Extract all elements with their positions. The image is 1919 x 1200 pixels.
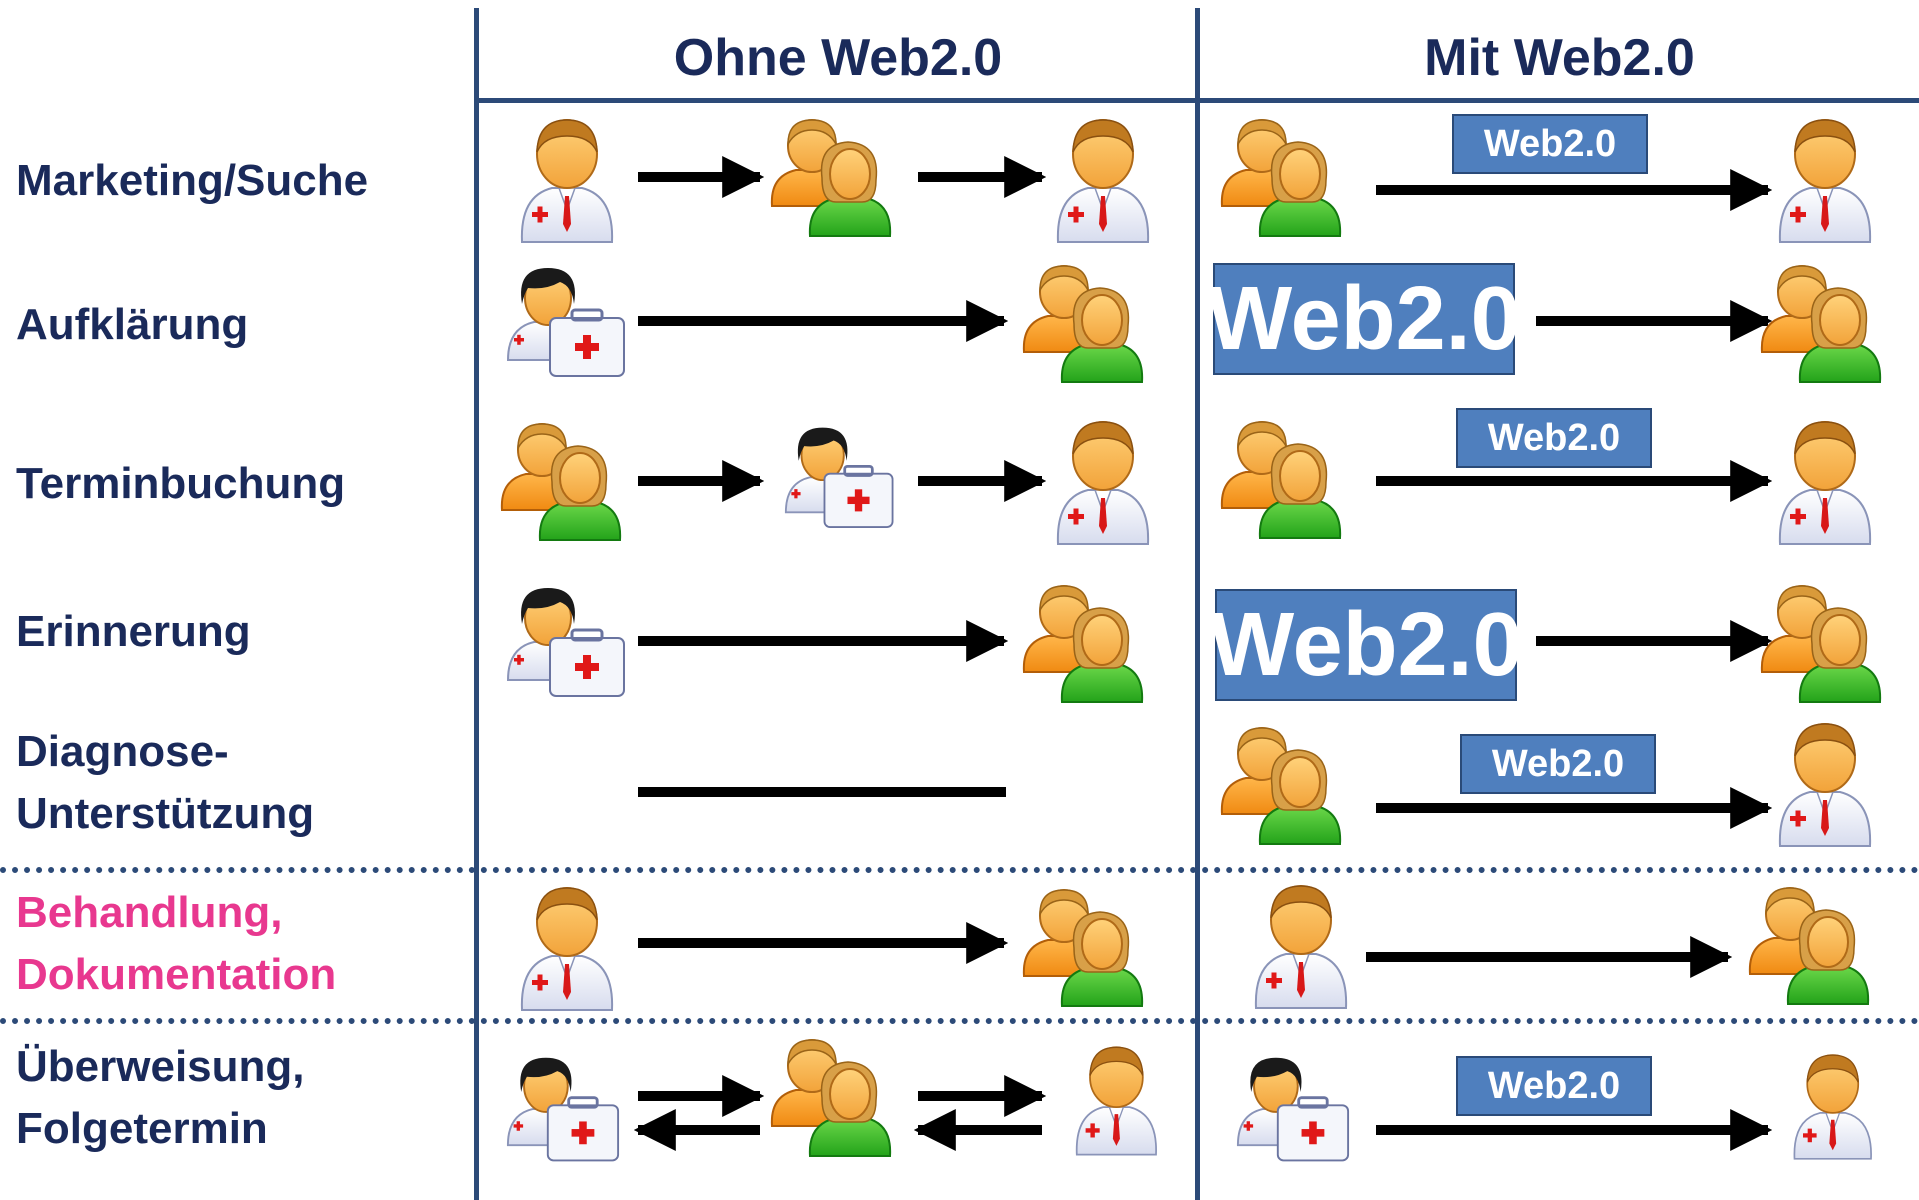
doctor-icon: [1056, 119, 1150, 243]
section-divider-1: [0, 867, 1919, 873]
row-label-aufklaerung: Aufklärung: [16, 300, 249, 349]
doctor-icon: [1075, 1046, 1157, 1156]
row-label-diagnose-line1: Diagnose-: [16, 727, 229, 776]
assistant-with-medkit-icon: [784, 426, 894, 529]
patients-group-icon: [1760, 265, 1882, 383]
patients-group-icon: [770, 119, 892, 237]
web-box-marketing: Web2.0: [1452, 114, 1648, 174]
web-box-diagnose: Web2.0: [1460, 734, 1656, 794]
patients-group-icon: [1220, 727, 1342, 845]
patients-group-icon: [1760, 585, 1882, 703]
web-box-erinnerung: Web2.0: [1209, 589, 1523, 701]
patients-group-icon: [1220, 421, 1342, 539]
header-underline: [476, 98, 1919, 103]
patients-group-icon: [500, 423, 622, 541]
header-without: Ohne Web2.0: [673, 29, 1003, 87]
assistant-with-medkit-icon: [506, 1056, 620, 1162]
doctor-icon: [1793, 1054, 1872, 1160]
row-label-erinnerung: Erinnerung: [16, 607, 251, 656]
row-label-behandlung: Behandlung, Dokumentation: [16, 882, 336, 1006]
column-divider-right: [1195, 8, 1200, 1200]
assistant-with-medkit-icon: [506, 266, 626, 378]
patients-group-icon: [1022, 265, 1144, 383]
row-label-terminbuchung: Terminbuchung: [16, 459, 346, 508]
web-box-terminbuchung: Web2.0: [1456, 408, 1652, 468]
row-label-marketing: Marketing/Suche: [16, 156, 369, 205]
column-divider-left: [474, 8, 479, 1200]
doctor-icon: [1056, 421, 1150, 545]
patients-group-icon: [770, 1039, 892, 1157]
doctor-icon: [1778, 119, 1872, 243]
row-label-behandlung-line2: Dokumentation: [16, 950, 337, 999]
patients-group-icon: [1748, 887, 1870, 1005]
doctor-icon: [1778, 723, 1872, 847]
section-divider-2: [0, 1018, 1919, 1024]
row-label-diagnose: Diagnose- Unterstützung: [16, 721, 314, 845]
patients-group-icon: [1220, 119, 1342, 237]
web-box-ueberweisung: Web2.0: [1456, 1056, 1652, 1116]
doctor-icon: [520, 119, 614, 243]
doctor-icon: [1254, 885, 1348, 1009]
row-label-ueberweisung-line2: Folgetermin: [16, 1104, 268, 1153]
row-label-diagnose-line2: Unterstützung: [16, 789, 315, 838]
doctor-icon: [520, 887, 614, 1011]
row-label-behandlung-line1: Behandlung,: [16, 888, 283, 937]
patients-group-icon: [1022, 889, 1144, 1007]
assistant-with-medkit-icon: [1236, 1056, 1350, 1162]
doctor-icon: [1778, 421, 1872, 545]
header-with: Mit Web2.0: [1424, 29, 1695, 87]
patients-group-icon: [1022, 585, 1144, 703]
assistant-with-medkit-icon: [506, 586, 626, 698]
row-label-ueberweisung-line1: Überweisung,: [16, 1042, 305, 1091]
row-label-ueberweisung: Überweisung, Folgetermin: [16, 1036, 305, 1160]
web-box-aufklaerung: Web2.0: [1207, 263, 1521, 375]
